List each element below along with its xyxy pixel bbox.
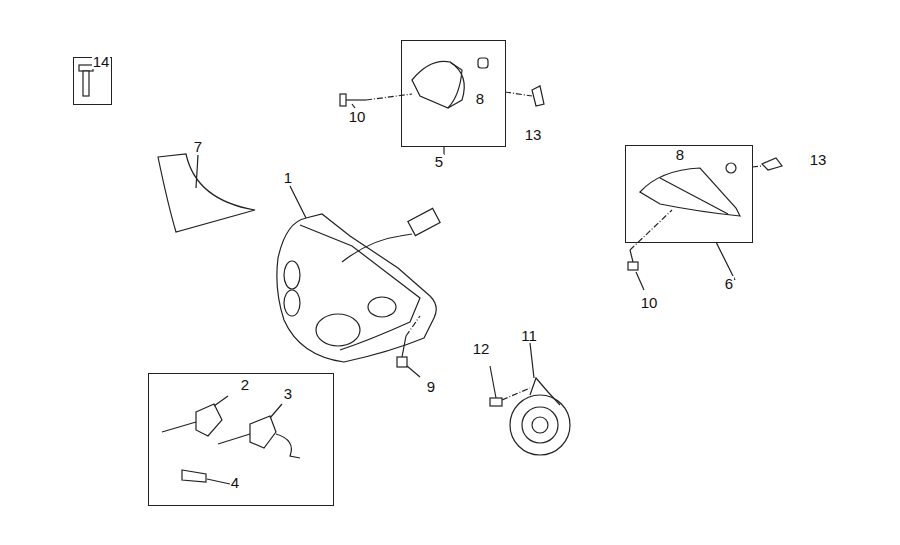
callout-number: 6 — [724, 276, 734, 291]
callout-number: 10 — [348, 109, 367, 124]
callout-number: 7 — [193, 139, 203, 154]
callout-number: 4 — [230, 475, 240, 490]
callout-number: 11 — [520, 328, 538, 343]
part-group-box: 85 — [401, 40, 506, 147]
callout-number: 2 — [240, 377, 250, 392]
callout-number: 13 — [809, 152, 828, 167]
callout-number: 14 — [92, 54, 111, 69]
callout-number: 13 — [524, 127, 543, 142]
callout-number: 5 — [434, 154, 444, 169]
part-group-box: 86 — [625, 145, 753, 243]
bulb-group-box: 2 3 4 — [148, 373, 334, 506]
callout-number: 12 — [472, 341, 491, 356]
callout-number: 10 — [640, 295, 659, 310]
callout-number: 8 — [675, 147, 685, 162]
callout-number: 9 — [426, 379, 436, 394]
part-box: 14 — [73, 57, 112, 105]
callout-number: 1 — [283, 170, 293, 185]
callout-number: 8 — [475, 91, 485, 106]
callout-number: 3 — [283, 386, 293, 401]
